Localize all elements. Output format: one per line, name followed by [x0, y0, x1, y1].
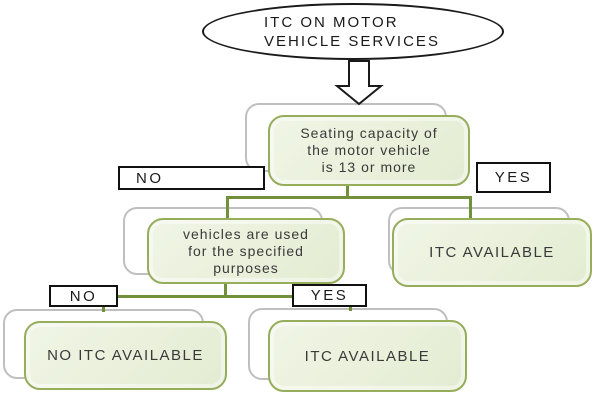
branch-no-2-text: NO	[69, 287, 98, 305]
decision-usage-label: vehicles are used for the specified purp…	[183, 225, 309, 276]
branch-yes-1-text: YES	[494, 169, 533, 186]
outcome-itc-bottom-node: ITC AVAILABLE	[268, 320, 467, 392]
outcome-itc-bottom-label: ITC AVAILABLE	[304, 347, 431, 365]
branch-label-no-1: NO	[118, 166, 265, 190]
connector-yes2-stub	[349, 305, 352, 311]
outcome-no-itc-label: NO ITC AVAILABLE	[47, 347, 204, 364]
connector-no2-stub	[102, 306, 105, 312]
down-arrow-icon	[334, 60, 384, 106]
start-ellipse-label: ITC ON MOTOR VEHICLE SERVICES	[264, 13, 440, 50]
decision-seating-label: Seating capacity of the motor vehicle is…	[300, 125, 438, 175]
connector-seating-down	[346, 184, 349, 198]
connector-usage-down	[224, 280, 227, 298]
branch-label-no-2: NO	[49, 285, 118, 307]
connector-split2-horizontal	[118, 295, 292, 298]
start-ellipse: ITC ON MOTOR VEHICLE SERVICES	[202, 3, 504, 60]
branch-no-1-text: NO	[136, 169, 164, 187]
outcome-itc-right-node: ITC AVAILABLE	[392, 218, 592, 287]
connector-no-branch-down	[226, 196, 229, 221]
branch-label-yes-1: YES	[476, 162, 551, 193]
branch-yes-2-text: YES	[310, 287, 349, 304]
outcome-itc-right-label: ITC AVAILABLE	[429, 244, 555, 261]
connector-yes-branch-down	[469, 196, 472, 220]
outcome-no-itc-node: NO ITC AVAILABLE	[24, 321, 227, 390]
decision-seating-node: Seating capacity of the motor vehicle is…	[268, 115, 470, 186]
decision-usage-node: vehicles are used for the specified purp…	[147, 218, 345, 284]
branch-label-yes-2: YES	[292, 284, 367, 307]
connector-split-horizontal	[226, 196, 472, 199]
